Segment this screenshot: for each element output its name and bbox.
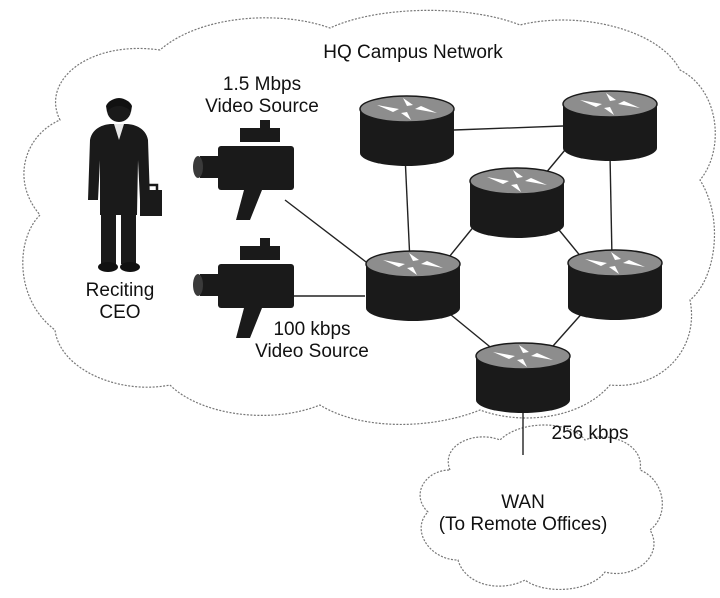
campus-title: HQ Campus Network bbox=[298, 42, 528, 64]
campus-title-text: HQ Campus Network bbox=[323, 42, 503, 63]
router-icon bbox=[469, 167, 565, 239]
wan-link-label: 256 kbps bbox=[530, 423, 650, 445]
wan-cloud bbox=[419, 424, 663, 591]
link-cam1-r4 bbox=[284, 199, 371, 266]
video-source-high-label: 1.5 Mbps Video Source bbox=[172, 74, 352, 118]
link-r1-r4 bbox=[404, 154, 411, 263]
router-icon bbox=[365, 250, 461, 322]
wan-link-rate: 256 kbps bbox=[551, 423, 629, 444]
video-source-low-label: 100 kbps Video Source bbox=[222, 319, 402, 363]
link-r1-r2 bbox=[453, 125, 564, 131]
ceo-label-line2: CEO bbox=[99, 302, 141, 323]
video-source-high-text: Video Source bbox=[205, 96, 319, 117]
video-source-low-text: Video Source bbox=[255, 341, 369, 362]
wan-label-line1: WAN bbox=[501, 492, 545, 513]
router-icon bbox=[359, 95, 455, 167]
router-icon bbox=[475, 342, 571, 414]
video-source-high-rate: 1.5 Mbps bbox=[222, 74, 302, 95]
hq-campus-cloud bbox=[22, 9, 716, 425]
link-r2-r5 bbox=[609, 154, 613, 259]
wan-label-line2: (To Remote Offices) bbox=[438, 514, 608, 535]
router-icon bbox=[562, 90, 658, 162]
businessman-icon bbox=[88, 98, 162, 272]
router-icon bbox=[567, 249, 663, 321]
ceo-label: Reciting CEO bbox=[60, 280, 180, 324]
video-source-low-rate: 100 kbps bbox=[273, 319, 351, 340]
ceo-label-line1: Reciting bbox=[85, 280, 155, 301]
wan-label: WAN (To Remote Offices) bbox=[418, 492, 628, 536]
